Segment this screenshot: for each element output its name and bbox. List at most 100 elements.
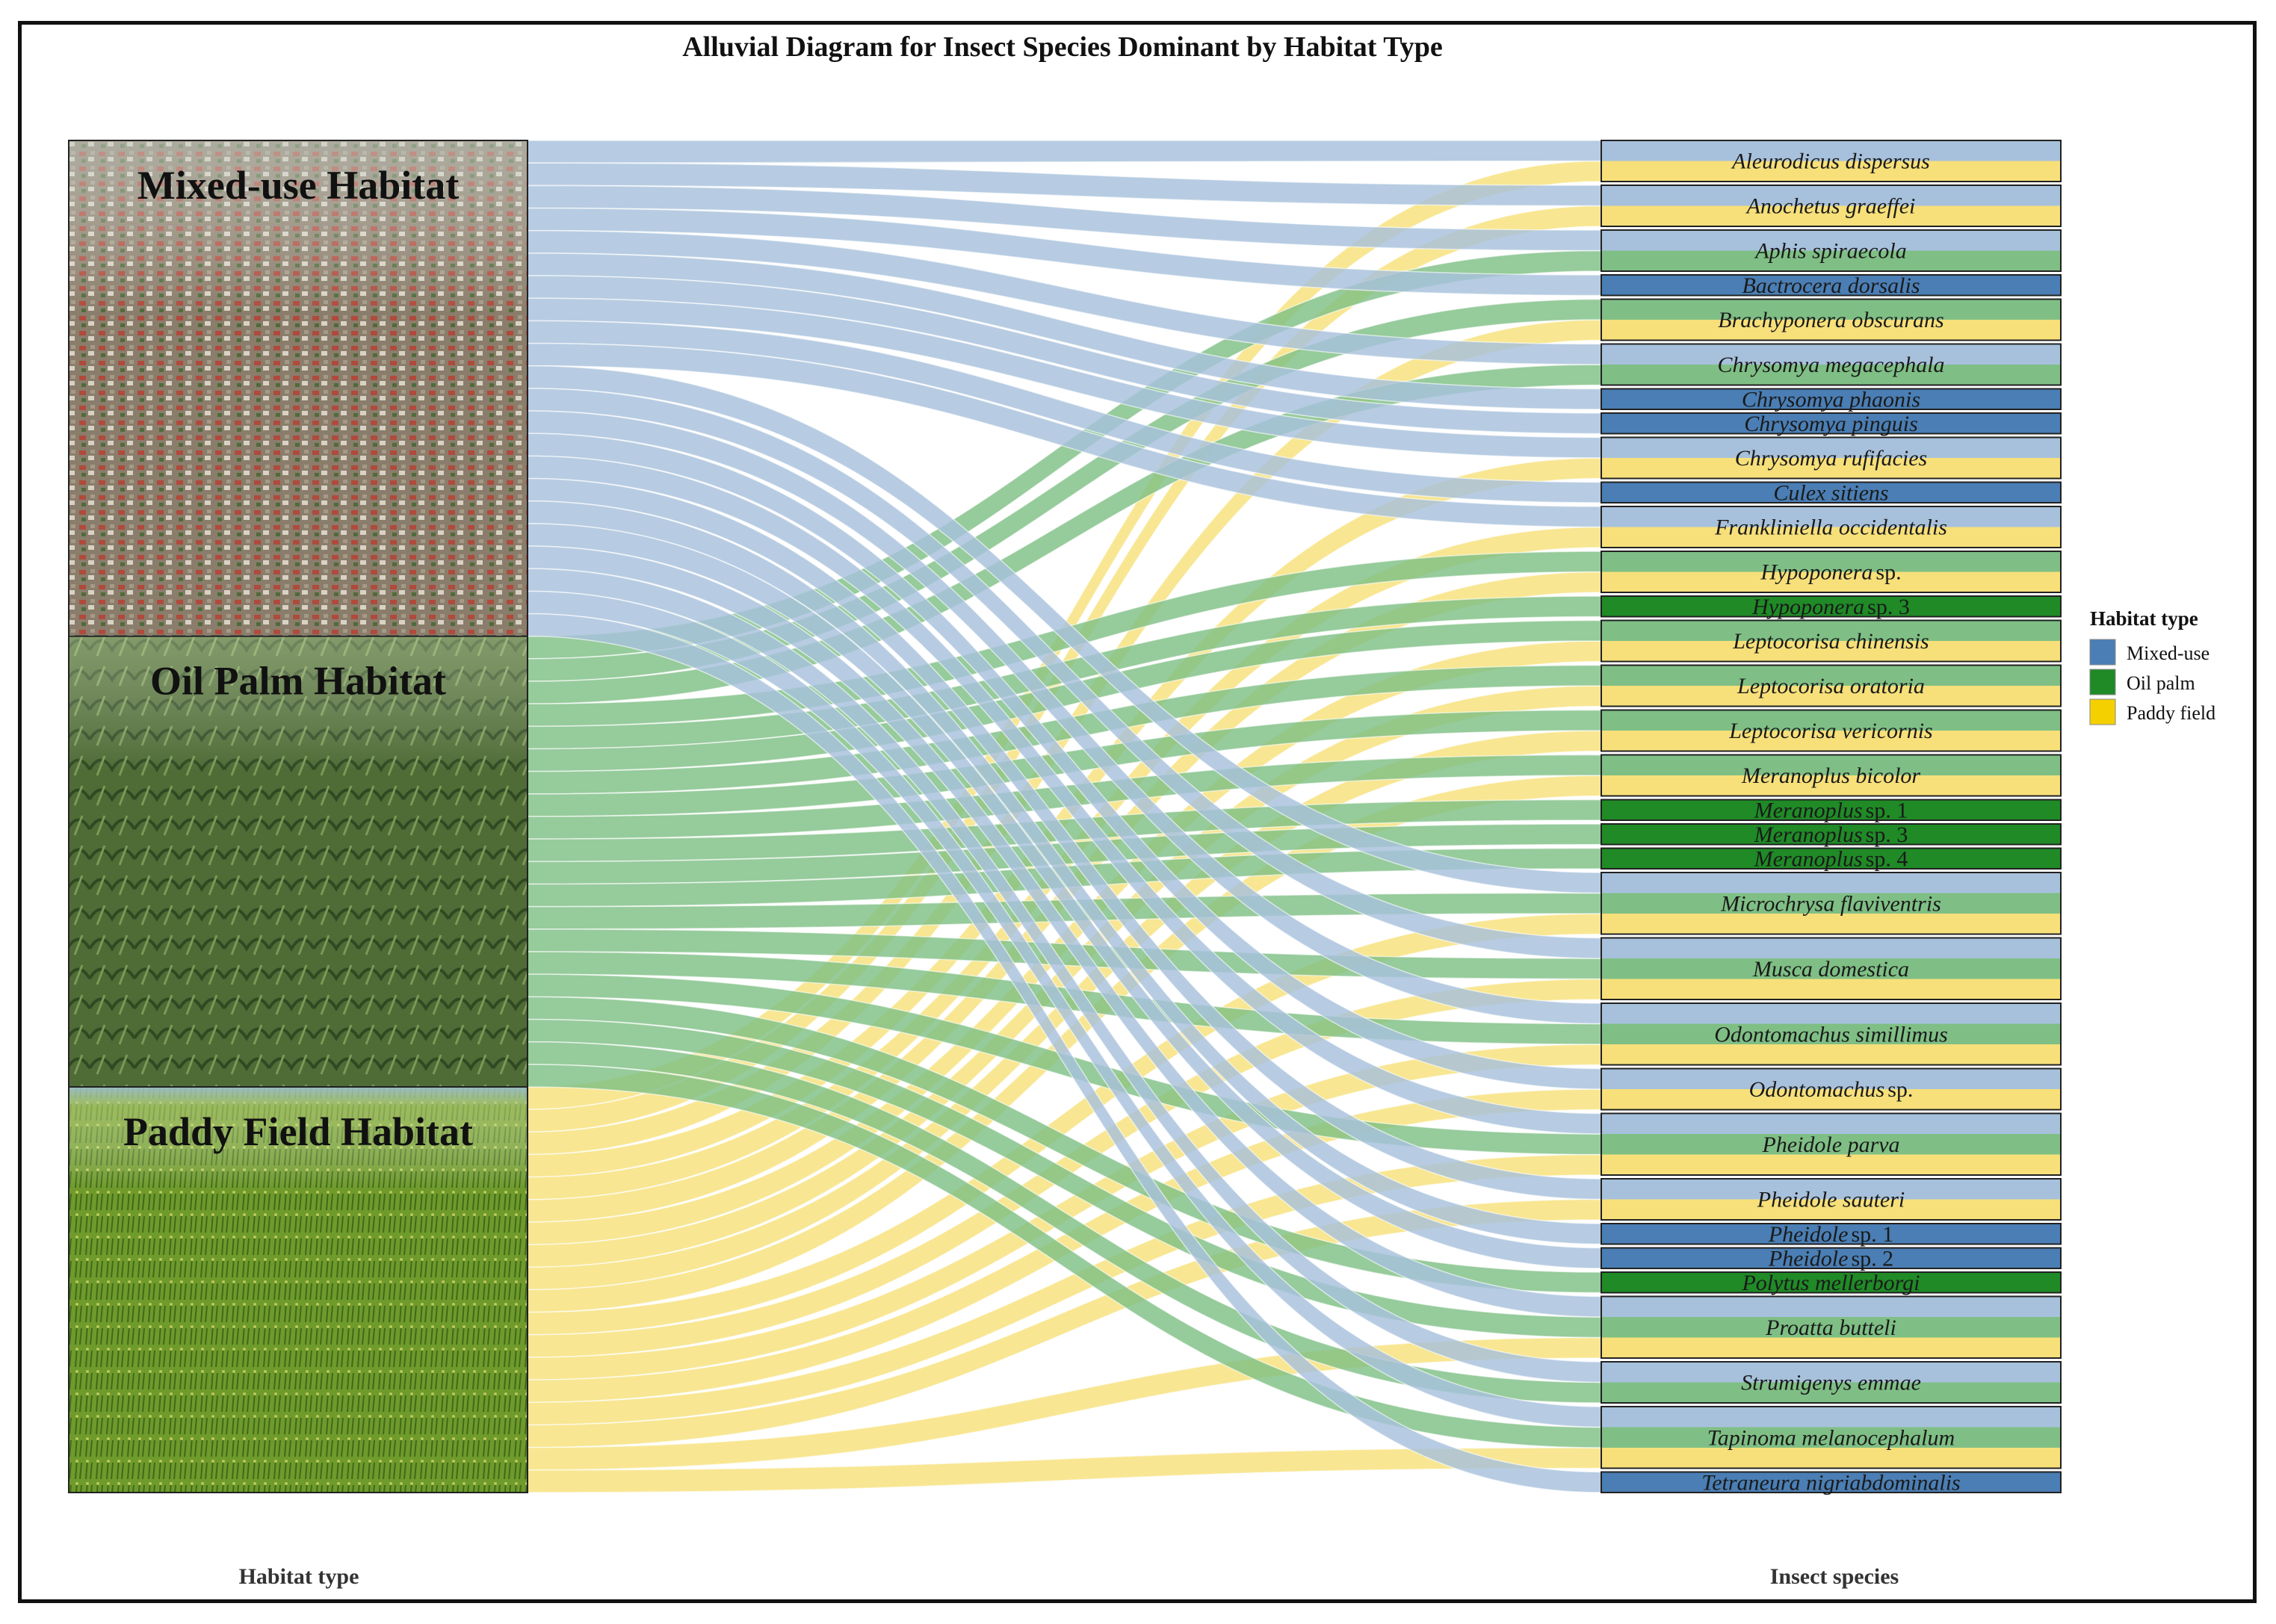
- species-label-chrysomya-phaonis: Chrysomya phaonis: [1742, 387, 1920, 412]
- legend-label-paddy-field: Paddy field: [2127, 702, 2215, 724]
- species-segment-odontomachus-sp-paddy-field: [1601, 1089, 2061, 1110]
- species-segment-musca-domestica-mixed-use: [1601, 937, 2061, 958]
- species-border-tetraneura-nigriabdominalis: [1601, 1471, 2062, 1493]
- species-segment-leptocorisa-chinensis-oil-palm: [1601, 620, 2061, 641]
- species-segment-chrysomya-phaonis-mixed-use: [1601, 388, 2061, 409]
- legend-item-paddy-field: Paddy field: [2089, 698, 2215, 725]
- habitat-node-paddy-field: Paddy Field Habitat: [68, 1086, 528, 1493]
- species-segment-microchrysa-flaviventris-mixed-use: [1601, 873, 2061, 893]
- species-label-pheidole-sauteri: Pheidole sauteri: [1757, 1188, 1905, 1212]
- species-border-bactrocera-dorsalis: [1601, 274, 2062, 297]
- species-segment-pheidole-sp-1-mixed-use: [1601, 1224, 2061, 1245]
- habitat-photo-shade-paddy-field: [69, 1087, 528, 1493]
- species-segment-meranoplus-bicolor-paddy-field: [1601, 775, 2061, 796]
- species-segment-odontomachus-simillimus-paddy-field: [1601, 1044, 2061, 1065]
- species-segment-frankliniella-occidentalis-mixed-use: [1601, 506, 2061, 527]
- habitat-label-paddy-field: Paddy Field Habitat: [123, 1109, 473, 1154]
- legend-swatch-paddy-field: [2089, 698, 2116, 725]
- species-label-proatta-butteli: Proatta butteli: [1765, 1315, 1896, 1340]
- species-segment-chrysomya-megacephala-oil-palm: [1601, 365, 2061, 385]
- species-label-musca-domestica: Musca domestica: [1752, 957, 1909, 982]
- species-segment-pheidole-sp-2-mixed-use: [1601, 1248, 2061, 1268]
- species-segment-tetraneura-nigriabdominalis-mixed-use: [1601, 1472, 2061, 1493]
- species-segment-meranoplus-sp-3-oil-palm: [1601, 824, 2061, 845]
- habitat-node-oil-palm: Oil Palm Habitat: [68, 635, 528, 1088]
- species-segment-strumigenys-emmae-oil-palm: [1601, 1382, 2061, 1403]
- species-label-tapinoma-melanocephalum: Tapinoma melanocephalum: [1707, 1425, 1955, 1450]
- species-segment-odontomachus-sp-mixed-use: [1601, 1068, 2061, 1089]
- species-border-chrysomya-pinguis: [1601, 412, 2062, 435]
- species-segment-anochetus-graeffei-mixed-use: [1601, 185, 2061, 206]
- species-segment-musca-domestica-oil-palm: [1601, 958, 2061, 979]
- species-border-odontomachus-simillimus: [1601, 1002, 2062, 1066]
- species-border-meranoplus-sp-4: [1601, 847, 2062, 870]
- species-segment-proatta-butteli-paddy-field: [1601, 1337, 2061, 1358]
- species-label-pheidole-parva: Pheidole parva: [1761, 1132, 1899, 1157]
- species-segment-aphis-spiraecola-mixed-use: [1601, 230, 2061, 251]
- species-border-aleurodicus-dispersus: [1601, 140, 2062, 182]
- species-segment-leptocorisa-vericornis-oil-palm: [1601, 710, 2061, 731]
- species-node-aleurodicus-dispersus: Aleurodicus dispersus: [1601, 140, 2062, 182]
- species-border-odontomachus-sp: [1601, 1067, 2062, 1111]
- species-label-aphis-spiraecola: Aphis spiraecola: [1754, 239, 1907, 264]
- species-label-tetraneura-nigriabdominalis: Tetraneura nigriabdominalis: [1701, 1470, 1960, 1495]
- species-node-pheidole-sauteri: Pheidole sauteri: [1601, 1178, 2062, 1221]
- species-segment-pheidole-parva-paddy-field: [1601, 1154, 2061, 1175]
- species-node-tapinoma-melanocephalum: Tapinoma melanocephalum: [1601, 1406, 2062, 1469]
- species-label-leptocorisa-chinensis: Leptocorisa chinensis: [1732, 629, 1929, 654]
- species-node-chrysomya-pinguis: Chrysomya pinguis: [1601, 412, 2062, 436]
- species-border-aphis-spiraecola: [1601, 229, 2062, 272]
- species-border-musca-domestica: [1601, 937, 2062, 1000]
- species-label-aleurodicus-dispersus: Aleurodicus dispersus: [1731, 149, 1930, 174]
- legend-label-oil-palm: Oil palm: [2127, 672, 2195, 694]
- species-segment-chrysomya-rufifacies-paddy-field: [1601, 458, 2061, 479]
- species-label-microchrysa-flaviventris: Microchrysa flaviventris: [1720, 891, 1941, 916]
- species-border-chrysomya-rufifacies: [1601, 436, 2062, 480]
- species-node-brachyponera-obscurans: Brachyponera obscurans: [1601, 298, 2062, 341]
- species-label-odontomachus-simillimus: Odontomachus simillimus: [1714, 1022, 1948, 1047]
- habitat-border-paddy-field: [68, 1086, 528, 1493]
- species-node-pheidole-parva: Pheidole parva: [1601, 1112, 2062, 1176]
- species-segment-brachyponera-obscurans-paddy-field: [1601, 320, 2061, 341]
- species-border-hypoponera-sp-3: [1601, 595, 2062, 618]
- species-segment-meranoplus-bicolor-oil-palm: [1601, 754, 2061, 775]
- species-border-leptocorisa-chinensis: [1601, 619, 2062, 663]
- species-border-meranoplus-sp-1: [1601, 799, 2062, 821]
- species-label-leptocorisa-oratoria: Leptocorisa oratoria: [1737, 674, 1925, 698]
- species-label-brachyponera-obscurans: Brachyponera obscurans: [1718, 308, 1943, 332]
- species-node-leptocorisa-vericornis: Leptocorisa vericornis: [1601, 709, 2062, 752]
- species-label-chrysomya-pinguis: Chrysomya pinguis: [1744, 412, 1918, 436]
- species-segment-tapinoma-melanocephalum-paddy-field: [1601, 1448, 2061, 1469]
- x-axis-label-left: Habitat type: [239, 1564, 359, 1589]
- x-axis-label-right: Insect species: [1770, 1564, 1899, 1589]
- species-segment-pheidole-sauteri-mixed-use: [1601, 1179, 2061, 1200]
- species-border-polytus-mellerborgi: [1601, 1271, 2062, 1294]
- species-segment-aleurodicus-dispersus-mixed-use: [1601, 140, 2061, 161]
- species-segment-musca-domestica-paddy-field: [1601, 979, 2061, 999]
- flow-mixed-use-aleurodicus-dispersus: [527, 140, 1602, 164]
- species-segment-microchrysa-flaviventris-paddy-field: [1601, 914, 2061, 935]
- species-segment-polytus-mellerborgi-oil-palm: [1601, 1272, 2061, 1293]
- species-segment-pheidole-parva-oil-palm: [1601, 1134, 2061, 1155]
- species-border-brachyponera-obscurans: [1601, 298, 2062, 341]
- species-border-culex-sitiens: [1601, 481, 2062, 503]
- species-node-leptocorisa-chinensis: Leptocorisa chinensis: [1601, 619, 2062, 663]
- legend-label-mixed-use: Mixed-use: [2127, 642, 2209, 664]
- habitat-node-mixed-use: Mixed-use Habitat: [68, 140, 528, 637]
- species-segment-microchrysa-flaviventris-oil-palm: [1601, 893, 2061, 914]
- species-node-culex-sitiens: Culex sitiens: [1601, 480, 2062, 505]
- species-segment-leptocorisa-oratoria-paddy-field: [1601, 686, 2061, 707]
- species-segment-brachyponera-obscurans-oil-palm: [1601, 299, 2061, 320]
- species-label-chrysomya-rufifacies: Chrysomya rufifacies: [1735, 446, 1927, 471]
- species-segment-frankliniella-occidentalis-paddy-field: [1601, 527, 2061, 548]
